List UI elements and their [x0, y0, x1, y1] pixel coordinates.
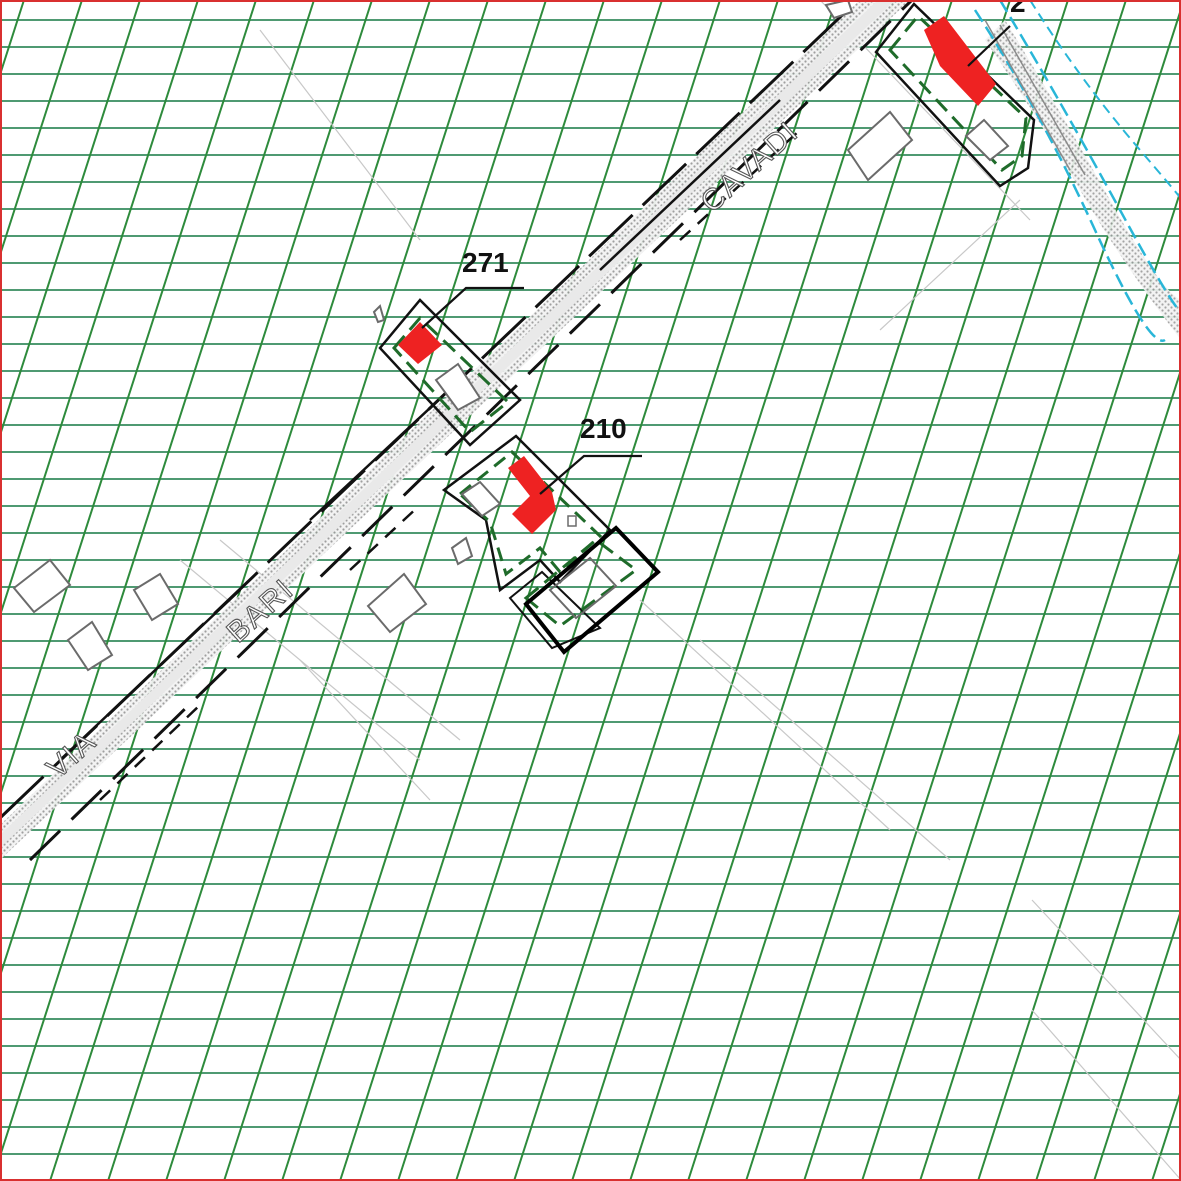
- horizontal-hatch-layer: [0, 19, 1181, 1155]
- hatch-line-diagonal: [919, 366, 1181, 1181]
- parcel-271-label: 271: [462, 247, 509, 278]
- parcel-210-label: 210: [580, 413, 627, 444]
- parcel-271-leader: [421, 286, 524, 329]
- building-outline: [12, 558, 72, 614]
- hatch-line-diagonal: [0, 0, 199, 619]
- hatch-line-diagonal: [513, 0, 895, 1181]
- parcel-edge-label: 2: [1010, 0, 1026, 18]
- hatch-line-diagonal: [745, 0, 1127, 1181]
- extension-lot-boundary: [508, 570, 602, 650]
- parcel-edge[interactable]: 2: [874, 0, 1036, 188]
- parcel-210-small-annex: [567, 515, 577, 527]
- extension-lot[interactable]: [508, 525, 661, 655]
- parcel-boundaries: [179, 0, 1181, 1181]
- water-course: [973, 0, 1181, 342]
- hatch-line-diagonal: [281, 0, 663, 1181]
- building-outline: [450, 536, 474, 566]
- parcel-210-green-outline: [457, 450, 603, 577]
- hatch-line-diagonal: [803, 6, 1181, 1181]
- parcel-271-annex: [434, 362, 482, 412]
- parcel-271-red-building: [398, 322, 442, 364]
- hatch-line-diagonal: [1035, 727, 1181, 1181]
- hatch-line-diagonal: [571, 0, 953, 1181]
- parcel-210-leader: [539, 454, 642, 495]
- highlighted-plot[interactable]: [523, 525, 661, 655]
- parcel-edge-red-building: [924, 16, 996, 106]
- hatch-line-diagonal: [0, 0, 315, 980]
- hatch-line-diagonal: [455, 0, 837, 1181]
- building-outline: [846, 110, 914, 182]
- building-outline: [366, 572, 428, 634]
- hatch-line-diagonal: [107, 0, 489, 1181]
- parcel-271-green-outline: [391, 315, 511, 435]
- building-outline: [372, 304, 386, 324]
- parcel-edge-outline-building: [964, 118, 1010, 162]
- hatch-line-diagonal: [0, 0, 83, 259]
- parcel-210-boundary: [441, 434, 612, 593]
- parcel-210-outline-building: [460, 480, 502, 518]
- hatch-line-diagonal: [397, 0, 779, 1181]
- extension-lot-green-outline: [523, 538, 639, 628]
- hatch-line-diagonal: [687, 0, 1069, 1181]
- hatch-line-diagonal: [1093, 907, 1181, 1181]
- parcel-210-red-building: [508, 456, 556, 534]
- road-core: [0, 0, 895, 848]
- hatch-line-diagonal: [629, 0, 1011, 1181]
- building-outline: [66, 620, 114, 672]
- hatch-line-diagonal: [0, 0, 373, 1160]
- parcel-edge-leader: [967, 25, 1011, 67]
- parcel-271-boundary: [378, 298, 522, 447]
- hatch-line-diagonal: [0, 0, 141, 439]
- hatch-line-diagonal: [0, 0, 257, 799]
- extension-lot-building: [548, 556, 618, 620]
- hatch-line-diagonal: [977, 546, 1181, 1181]
- parcel-271[interactable]: 271: [378, 247, 524, 447]
- existing-buildings: [12, 0, 914, 672]
- parcel-edge-boundary: [874, 2, 1036, 188]
- hatch-line-diagonal: [165, 0, 547, 1181]
- parcel-210[interactable]: 210: [441, 413, 642, 593]
- building-outline: [132, 572, 180, 622]
- parcel-edge-green-outline: [888, 13, 1028, 172]
